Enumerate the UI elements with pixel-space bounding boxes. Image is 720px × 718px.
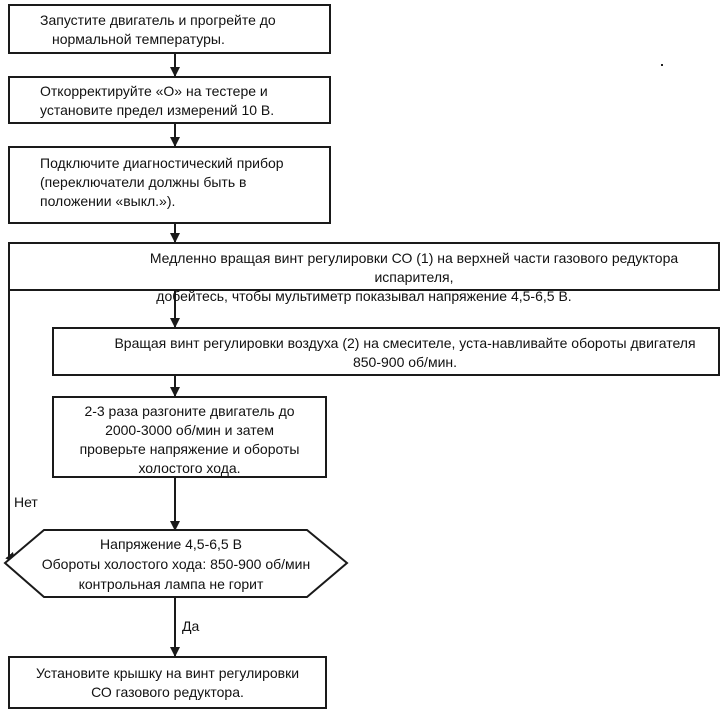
step-2-text-line2: установите предел измерений 10 В. — [40, 102, 275, 118]
final-box: Установите крышку на винт регулировки СО… — [8, 656, 327, 709]
step-3-text-line1: Подключите диагностический прибор — [40, 155, 284, 171]
step-6-text-line2: 2000-3000 об/мин и затем — [105, 422, 274, 438]
step-1-text-line2: нормальной температуры. — [52, 31, 225, 47]
final-text-line2: СО газового редуктора. — [91, 684, 244, 700]
step-6-text-line4: холостого хода. — [138, 460, 241, 476]
final-text-line1: Установите крышку на винт регулировки — [35, 665, 300, 681]
decision-text-line2: Обороты холостого хода: 850-900 об/мин — [41, 556, 311, 572]
step-5-text-line1: Вращая винт регулировки воздуха (2) на с… — [114, 335, 696, 351]
decision-text: Напряжение 4,5-6,5 В Обороты холостого х… — [10, 534, 342, 594]
step-1-box: Запустите двигатель и прогрейте до норма… — [8, 4, 331, 54]
step-4-text-line2: добейтесь, чтобы мультиметр показывал на… — [156, 288, 572, 304]
step-2-text-line1: Откорректируйте «О» на тестере и — [40, 83, 268, 99]
step-4-box: Медленно вращая винт регулировки СО (1) … — [8, 242, 720, 304]
decision-text-line1: Напряжение 4,5-6,5 В — [100, 536, 242, 552]
step-2-box: Откорректируйте «О» на тестере и установ… — [8, 76, 331, 124]
step-6-text-line3: проверьте напряжение и обороты — [79, 441, 300, 457]
step-5-text-line2: 850-900 об/мин. — [352, 354, 458, 370]
decision-hexagon — [3, 529, 349, 598]
decision-text-line3: контрольная лампа не горит — [78, 576, 264, 592]
step-6-box: 2-3 раза разгоните двигатель до 2000-300… — [52, 396, 327, 478]
step-4-text-line1: Медленно вращая винт регулировки СО (1) … — [149, 250, 679, 285]
yes-label: Да — [182, 618, 200, 634]
step-1-text-line1: Запустите двигатель и прогрейте до — [40, 12, 276, 28]
step-5-box: Вращая винт регулировки воздуха (2) на с… — [52, 327, 720, 376]
step-3-text-line2: (переключатели должны быть в — [40, 174, 247, 190]
step-3-text-line3: положении «выкл.»). — [40, 193, 176, 209]
scan-speck — [661, 64, 663, 66]
step-3-box: Подключите диагностический прибор (перек… — [8, 146, 331, 224]
no-label: Нет — [14, 494, 38, 510]
step-6-text-line1: 2-3 раза разгоните двигатель до — [84, 403, 295, 419]
